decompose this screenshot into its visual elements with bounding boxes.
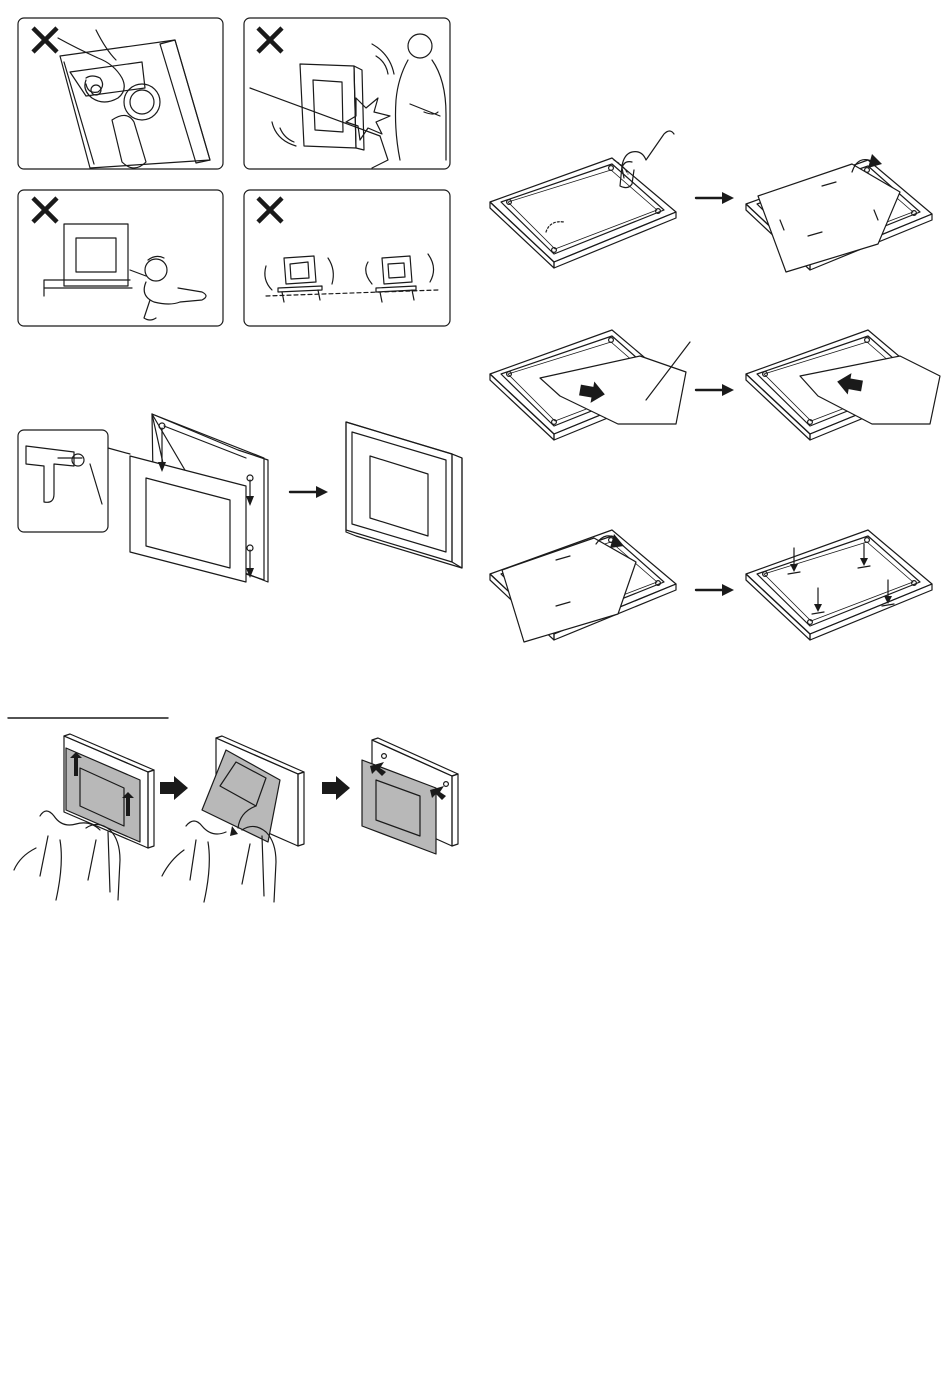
- warning-panel-unstable: [244, 190, 450, 326]
- right-arrow-icon: [322, 776, 350, 800]
- prohibited-x-icon: [258, 28, 282, 52]
- mount-clip-detail: [26, 446, 74, 502]
- prohibited-x-icon: [33, 28, 57, 52]
- step-insert-photo: [490, 330, 940, 440]
- prohibited-x-icon: [33, 198, 57, 222]
- step-close-back-cover: [490, 530, 932, 642]
- right-arrow-icon: [696, 192, 734, 204]
- warning-panel-child: [18, 190, 223, 326]
- step-open-back-cover: [490, 131, 932, 272]
- prohibited-x-icon: [258, 198, 282, 222]
- warning-panel-falling: [244, 18, 450, 169]
- warning-panel-pinch: [18, 18, 223, 169]
- step-mount-front-panel: [18, 414, 462, 582]
- right-arrow-icon: [696, 384, 734, 396]
- frame-closed-final: [746, 530, 932, 640]
- right-arrow-icon: [160, 776, 188, 800]
- step-remove-panel: [8, 718, 458, 902]
- frame-closed: [490, 158, 676, 268]
- right-arrow-icon: [290, 486, 328, 498]
- right-arrow-icon: [696, 584, 734, 596]
